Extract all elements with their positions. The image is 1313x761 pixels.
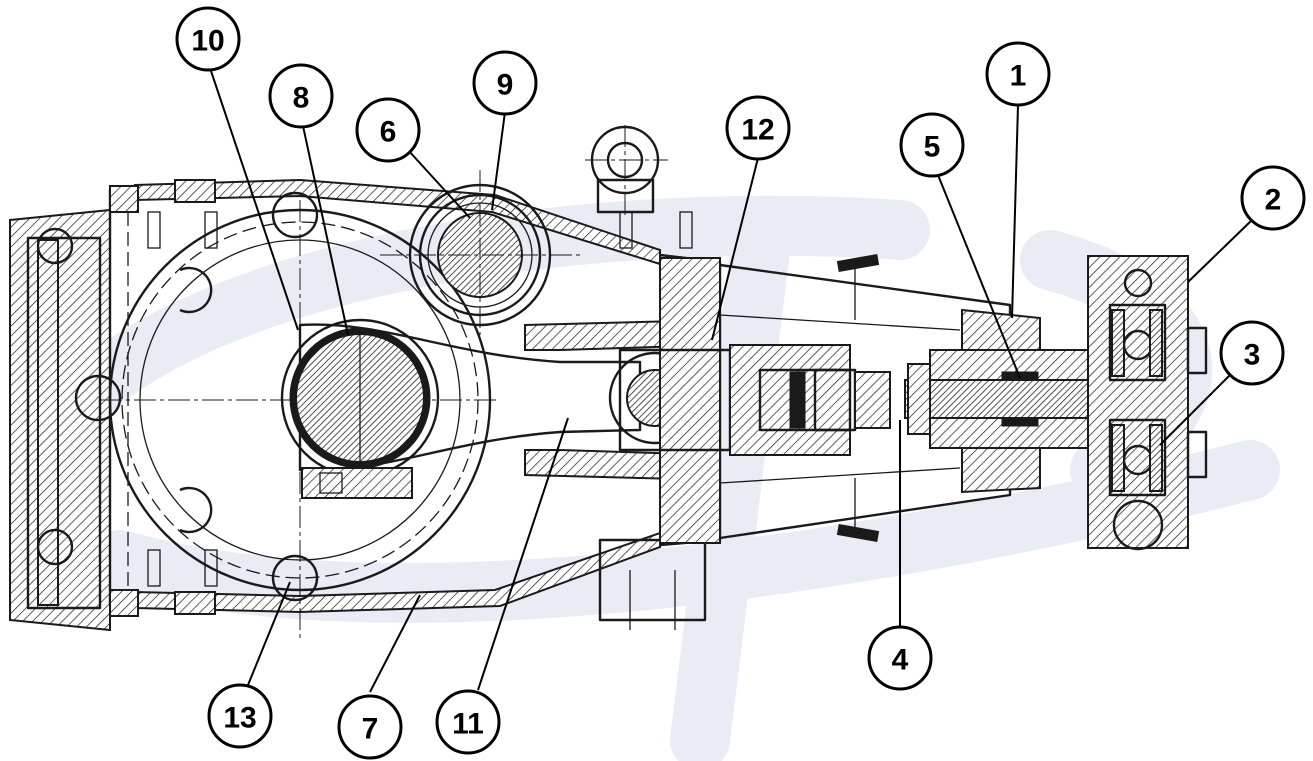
valve-block — [1087, 255, 1208, 551]
leader-11 — [477, 417, 569, 691]
callout-12-label: 12 — [741, 114, 774, 147]
callout-2-label: 2 — [1265, 184, 1282, 217]
leader-2 — [1187, 219, 1253, 283]
upper-bearing — [380, 170, 580, 335]
callout-7: 7 — [337, 694, 403, 760]
callout-3: 3 — [1219, 320, 1285, 386]
callout-13-label: 13 — [223, 702, 256, 735]
callout-6-label: 6 — [380, 116, 397, 149]
leader-6 — [407, 149, 471, 219]
callout-5-label: 5 — [924, 131, 941, 164]
leader-12 — [711, 157, 759, 341]
callout-1: 1 — [985, 41, 1051, 107]
leader-13 — [247, 581, 291, 686]
callout-2: 2 — [1240, 165, 1306, 231]
callout-1-label: 1 — [1010, 60, 1027, 93]
leader-5 — [937, 174, 1021, 379]
callout-13: 13 — [207, 683, 273, 749]
callout-10-label: 10 — [191, 25, 224, 58]
callout-9-label: 9 — [497, 69, 514, 102]
leader-3 — [1159, 374, 1231, 446]
callout-10: 10 — [175, 6, 241, 72]
leader-10 — [209, 67, 299, 331]
callout-6: 6 — [355, 97, 421, 163]
leader-lines — [209, 67, 1253, 693]
callout-8-label: 8 — [293, 82, 310, 115]
callout-12: 12 — [725, 95, 791, 161]
callout-8: 8 — [268, 63, 334, 129]
callout-11: 11 — [435, 689, 501, 755]
callout-7-label: 7 — [362, 713, 379, 746]
callout-4: 4 — [867, 625, 933, 691]
crankcase-housing — [9, 125, 722, 632]
callout-4-label: 4 — [892, 644, 909, 677]
callout-9: 9 — [472, 50, 538, 116]
watermark-logo — [30, 195, 1280, 761]
leader-8 — [302, 125, 349, 336]
callout-3-label: 3 — [1244, 339, 1261, 372]
crosshead-guide — [524, 257, 891, 544]
leader-7 — [369, 594, 421, 693]
callout-5: 5 — [899, 112, 965, 178]
leader-9 — [491, 111, 506, 211]
callout-11-label: 11 — [452, 708, 484, 741]
leader-1 — [1011, 104, 1019, 319]
connecting-rod — [280, 318, 702, 499]
